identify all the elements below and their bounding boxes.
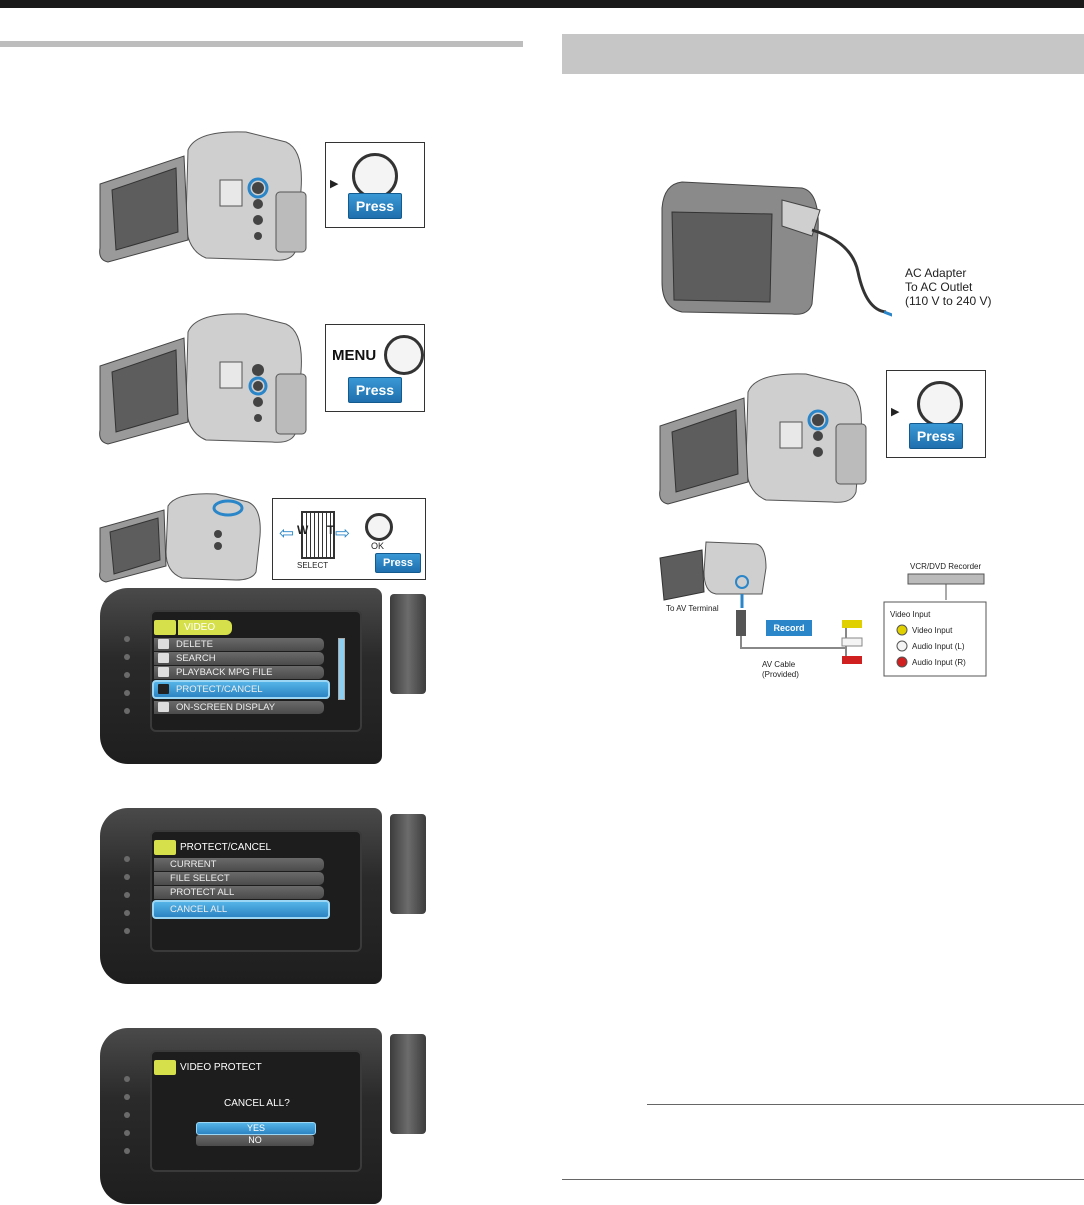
ok-label: OK — [371, 541, 384, 551]
play-icon: ▶ — [891, 405, 899, 418]
camcorder-illustration — [96, 486, 276, 586]
zoom-ok-callout: W T ⇦ ⇨ SELECT OK Press — [272, 498, 426, 580]
no-button[interactable]: NO — [196, 1135, 314, 1146]
zoom-t-label: T — [327, 523, 334, 537]
lcd-dot — [124, 1076, 130, 1082]
to-av-terminal-label: To AV Terminal — [666, 604, 719, 613]
play-button-callout: ▶ Press — [325, 142, 425, 228]
play-icon: ▶ — [330, 177, 338, 190]
lcd-dot — [124, 672, 130, 678]
camcorder-illustration — [96, 120, 326, 270]
select-label: SELECT — [297, 561, 328, 570]
press-label: Press — [909, 423, 963, 449]
menu-header: VIDEO — [178, 620, 232, 635]
lcd-dot — [124, 856, 130, 862]
protect-display: PROTECT/CANCEL CURRENT FILE SELECT PROTE… — [150, 830, 362, 952]
search-icon — [158, 653, 169, 663]
yes-button[interactable]: YES — [196, 1122, 316, 1135]
recorder-label: VCR/DVD Recorder — [910, 562, 981, 571]
menu-display: VIDEO DELETE SEARCH PLAYBACK MPG FILE PR… — [150, 610, 362, 732]
protect-item-file-select[interactable]: FILE SELECT — [154, 872, 324, 885]
trash-icon — [158, 639, 169, 649]
menu-item-search[interactable]: SEARCH — [154, 652, 324, 665]
menu-button-icon — [384, 335, 424, 375]
ok-button-icon — [365, 513, 393, 541]
protect-item-current[interactable]: CURRENT — [154, 858, 324, 871]
lcd-dot — [124, 928, 130, 934]
adapter-label-1: AC Adapter — [905, 266, 966, 280]
note-divider — [647, 1104, 1084, 1105]
lcd-screen-menu: VIDEO DELETE SEARCH PLAYBACK MPG FILE PR… — [100, 588, 382, 764]
av-cable-provided-label: (Provided) — [762, 670, 799, 679]
menu-item-protect-cancel[interactable]: PROTECT/CANCEL — [152, 680, 330, 699]
key-icon — [158, 684, 169, 694]
press-label: Press — [348, 193, 402, 219]
lcd-dot — [124, 1112, 130, 1118]
playback-icon — [158, 667, 169, 677]
left-section-rule — [0, 41, 523, 47]
menu-label: MENU — [332, 347, 376, 364]
audio-input-l-label: Audio Input (L) — [912, 642, 964, 651]
menu-button-callout: MENU Press — [325, 324, 425, 412]
video-mode-icon — [154, 840, 176, 855]
arrow-left-icon: ⇦ — [279, 523, 294, 544]
lcd-dot — [124, 636, 130, 642]
top-bar — [0, 0, 1084, 8]
audio-input-r-label: Audio Input (R) — [912, 658, 966, 667]
lcd-dot — [124, 1094, 130, 1100]
dialog-header: VIDEO PROTECT — [180, 1060, 262, 1075]
play-button-callout-right: ▶ Press — [886, 370, 986, 458]
lcd-hinge — [390, 1034, 426, 1134]
lcd-screen-protect: PROTECT/CANCEL CURRENT FILE SELECT PROTE… — [100, 808, 382, 984]
lcd-dot — [124, 892, 130, 898]
press-label: Press — [348, 377, 402, 403]
zoom-w-label: W — [297, 523, 308, 537]
record-arrow: Record — [766, 620, 812, 636]
dialog-display: VIDEO PROTECT CANCEL ALL? YES NO — [150, 1050, 362, 1172]
menu-item-playback-mpg[interactable]: PLAYBACK MPG FILE — [154, 666, 324, 679]
lcd-dot — [124, 1148, 130, 1154]
scrollbar[interactable] — [338, 638, 345, 700]
camcorder-illustration — [96, 302, 326, 452]
lcd-dot — [124, 690, 130, 696]
arrow-right-icon: ⇨ — [335, 523, 350, 544]
press-label: Press — [375, 553, 421, 573]
lcd-dot — [124, 910, 130, 916]
lcd-screen-dialog: VIDEO PROTECT CANCEL ALL? YES NO — [100, 1028, 382, 1204]
lcd-dot — [124, 708, 130, 714]
camcorder-illustration — [656, 362, 886, 512]
protect-item-protect-all[interactable]: PROTECT ALL — [154, 886, 324, 899]
lcd-hinge — [390, 814, 426, 914]
dialog-question: CANCEL ALL? — [224, 1096, 290, 1111]
video-input-panel-title: Video Input — [890, 610, 930, 619]
protect-item-cancel-all[interactable]: CANCEL ALL — [152, 900, 330, 919]
lcd-dot — [124, 1130, 130, 1136]
section-end-divider — [562, 1179, 1084, 1180]
protect-header: PROTECT/CANCEL — [180, 840, 271, 855]
lcd-hinge — [390, 594, 426, 694]
video-input-label: Video Input — [912, 626, 952, 635]
adapter-label-3: (110 V to 240 V) — [905, 294, 992, 308]
display-icon — [158, 702, 169, 712]
menu-item-delete[interactable]: DELETE — [154, 638, 324, 651]
video-mode-icon — [154, 620, 176, 635]
camcorder-adapter-illustration — [652, 172, 892, 332]
menu-item-on-screen-display[interactable]: ON-SCREEN DISPLAY — [154, 701, 324, 714]
video-mode-icon — [154, 1060, 176, 1075]
av-cable-label: AV Cable — [762, 660, 795, 669]
right-section-heading-bar — [562, 34, 1084, 74]
adapter-label-2: To AC Outlet — [905, 280, 972, 294]
lcd-dot — [124, 874, 130, 880]
play-button-icon — [917, 381, 963, 427]
lcd-dot — [124, 654, 130, 660]
